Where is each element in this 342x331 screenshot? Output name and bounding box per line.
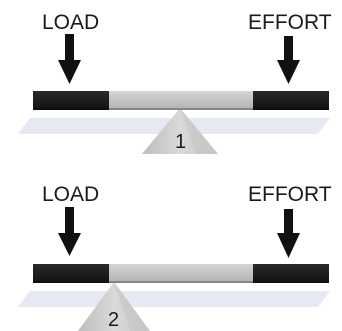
load-arrow-icon: [58, 34, 81, 84]
load-arrow-icon: [58, 207, 81, 256]
fulcrum-number: 2: [108, 309, 119, 331]
load-label: LOAD: [42, 183, 99, 206]
lever-1: LOAD EFFORT 1: [18, 11, 332, 154]
effort-arrow-icon: [277, 36, 300, 84]
effort-label: EFFORT: [248, 11, 332, 34]
effort-label: EFFORT: [248, 183, 332, 206]
lever-bar: [33, 264, 329, 283]
floor-shadow: [18, 291, 330, 307]
fulcrum-1: 1: [142, 108, 218, 154]
lever-bar: [33, 91, 329, 110]
fulcrum-2: 2: [78, 282, 150, 331]
effort-arrow-icon: [277, 209, 300, 258]
fulcrum-number: 1: [175, 131, 186, 153]
load-label: LOAD: [42, 11, 99, 34]
lever-2: LOAD EFFORT 2: [18, 183, 332, 331]
